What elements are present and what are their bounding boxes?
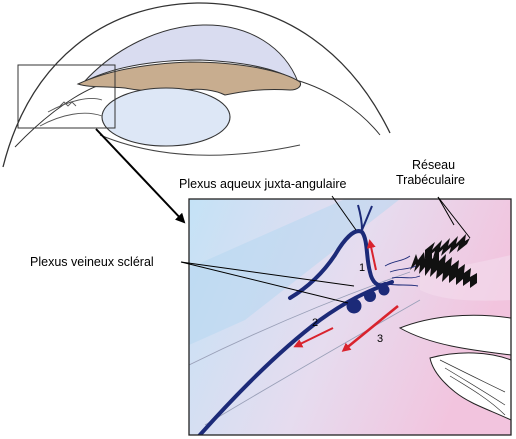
scleral-line-1	[189, 271, 411, 366]
flow-number-3: 3	[377, 333, 384, 345]
label-reseau-line2: Trabéculaire	[396, 173, 466, 187]
leader-reseau-2	[437, 196, 471, 239]
trabecular-meshwork	[410, 251, 477, 288]
leader-plexus-aqueux	[331, 195, 357, 231]
scleral-line-2	[204, 299, 421, 426]
sclera-outline	[2, 2, 391, 168]
inset-frame	[188, 198, 512, 436]
venous-node-1	[346, 298, 362, 314]
leader-plexus-veineux-1	[180, 261, 355, 287]
aqueous-vein	[288, 229, 387, 300]
label-reseau-line1: Réseau	[412, 158, 456, 172]
flow-arrow-2	[293, 327, 334, 348]
flow-number-1: 1	[359, 262, 366, 274]
trabecular-meshwork-upper	[425, 234, 470, 259]
venous-node-3	[378, 284, 390, 296]
detail-frame	[17, 64, 116, 129]
zoom-arrow	[95, 128, 186, 224]
flow-arrow-1	[366, 239, 377, 271]
ciliary-processes-lower	[429, 352, 511, 421]
flow-arrow-3	[341, 304, 399, 352]
lens	[101, 87, 231, 147]
leader-lines	[180, 195, 471, 304]
vitreous-boundary	[99, 134, 301, 156]
label-plexus-aqueux: Plexus aqueux juxta-angulaire	[179, 177, 347, 191]
sclera-inner-outline-right	[295, 79, 381, 136]
label-plexus-veineux: Plexus veineux scléral	[30, 255, 154, 269]
venous-node-2	[364, 290, 376, 302]
leader-plexus-veineux-2	[180, 261, 349, 304]
ciliary-processes	[398, 314, 511, 356]
collector-channels	[384, 255, 421, 287]
zonule-lines	[439, 359, 506, 416]
leader-reseau-1	[437, 196, 455, 226]
ciliary-body	[39, 98, 103, 127]
flow-number-2: 2	[312, 317, 319, 329]
aqueous-vein-top	[357, 204, 373, 231]
eye-overview	[2, 2, 391, 224]
inset-detail	[188, 198, 512, 436]
